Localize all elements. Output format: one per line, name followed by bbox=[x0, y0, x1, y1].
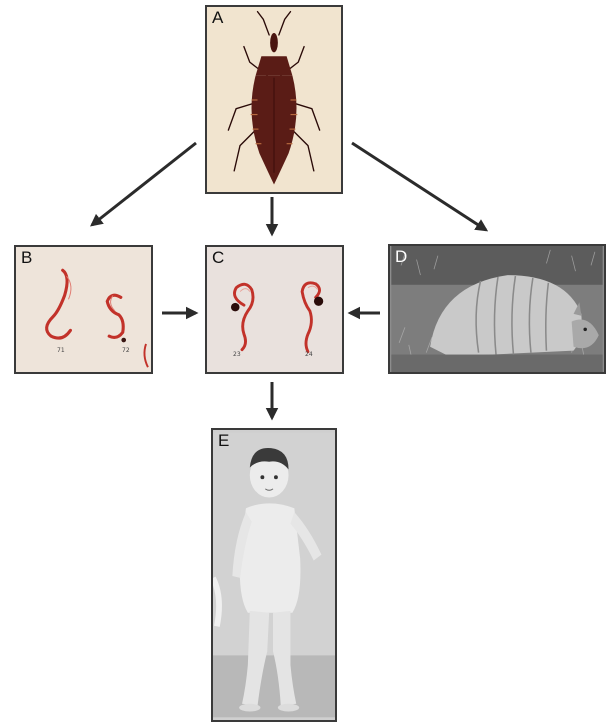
parasite-image-b bbox=[16, 247, 151, 372]
panel-c-letter: C bbox=[212, 249, 224, 266]
specimen-label-72: 72 bbox=[122, 347, 130, 354]
panel-c-parasites: 23 24 C bbox=[205, 245, 344, 374]
panel-e-letter: E bbox=[218, 432, 229, 449]
panel-b-parasites: 71 72 B bbox=[14, 245, 153, 374]
panel-d-armadillo: D bbox=[388, 244, 606, 374]
specimen-label-23: 23 bbox=[233, 351, 241, 358]
insect-image bbox=[207, 7, 341, 192]
armadillo-image bbox=[390, 246, 604, 372]
panel-b-letter: B bbox=[21, 249, 32, 266]
specimen-label-71: 71 bbox=[57, 347, 65, 354]
panel-e-patient: E bbox=[211, 428, 337, 722]
patient-photo bbox=[213, 430, 335, 720]
arrow-a-to-b bbox=[92, 143, 196, 225]
panel-a-letter: A bbox=[212, 9, 223, 26]
arrow-a-to-d bbox=[352, 143, 486, 230]
panel-d-letter: D bbox=[395, 248, 407, 265]
panel-a-insect: A bbox=[205, 5, 343, 194]
specimen-label-24: 24 bbox=[305, 351, 313, 358]
parasite-image-c bbox=[207, 247, 342, 372]
